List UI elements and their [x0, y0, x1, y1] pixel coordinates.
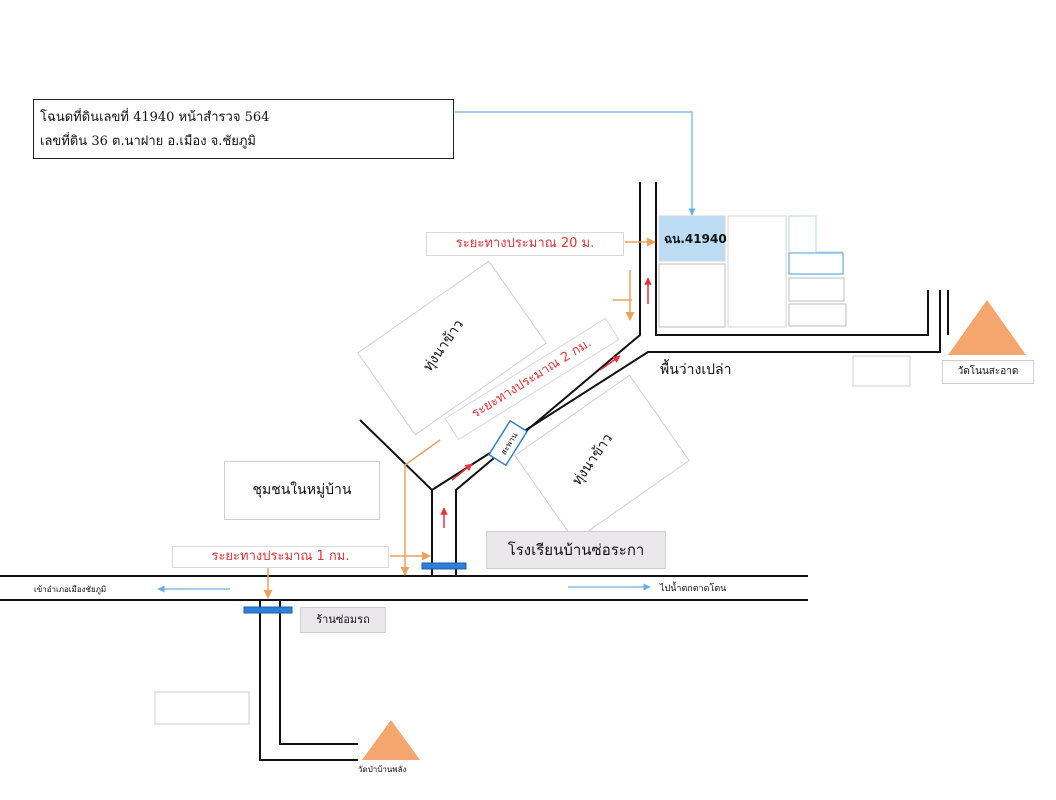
community-label: ชุมชนในหมู่บ้าน: [224, 461, 380, 520]
south-road: [259, 600, 358, 761]
distance-far-label: ระยะทางประมาณ 1 กม.: [172, 546, 389, 568]
deed-line-1: โฉนดที่ดินเลขที่ 41940 หน้าสำรวจ 564: [40, 110, 270, 125]
temple-forest-icon: [362, 720, 420, 760]
direction-left-label: เข้าอำเภอเมืองชัยภูมิ: [34, 585, 107, 594]
rice-field-1: [357, 260, 547, 436]
plot-label: ฉน.41940: [664, 232, 727, 246]
temple-forest-label: วัดป่าบ้านพลัง: [358, 765, 407, 774]
route-arrows: [440, 277, 652, 528]
direction-right-label: ไปน้ำตกตาดโตน: [660, 584, 727, 594]
orange-leaders: [263, 237, 656, 599]
plot-41940: [658, 215, 726, 262]
main-road: [0, 575, 808, 601]
deed-leader-line: [455, 111, 696, 216]
bridge-main-road: [421, 562, 467, 570]
vacant-land-label: พื้นว่างเปล่า: [660, 362, 732, 378]
school-label: โรงเรียนบ้านซ่อระกา: [486, 531, 666, 569]
repair-shop-label: ร้านซ่อมรถ: [300, 607, 386, 633]
bridge-south-road: [243, 606, 293, 614]
temple-clean-icon: [948, 300, 1026, 355]
plots: [658, 215, 847, 328]
rice-field-2: [514, 374, 690, 542]
village-road: [359, 182, 949, 576]
temple-clean-label: วัดโนนสะอาด: [942, 360, 1034, 384]
empty-box-1: [852, 355, 911, 387]
bridge-village-road: สะพาน: [487, 419, 529, 467]
deed-line-2: เลขที่ดิน 36 ต.นาฝาย อ.เมือง จ.ชัยภูมิ: [40, 134, 256, 149]
deed-info-box: โฉนดที่ดินเลขที่ 41940 หน้าสำรวจ 564 เลข…: [33, 99, 454, 159]
empty-box-2: [154, 691, 250, 725]
distance-near-label: ระยะทางประมาณ 20 ม.: [426, 232, 624, 256]
